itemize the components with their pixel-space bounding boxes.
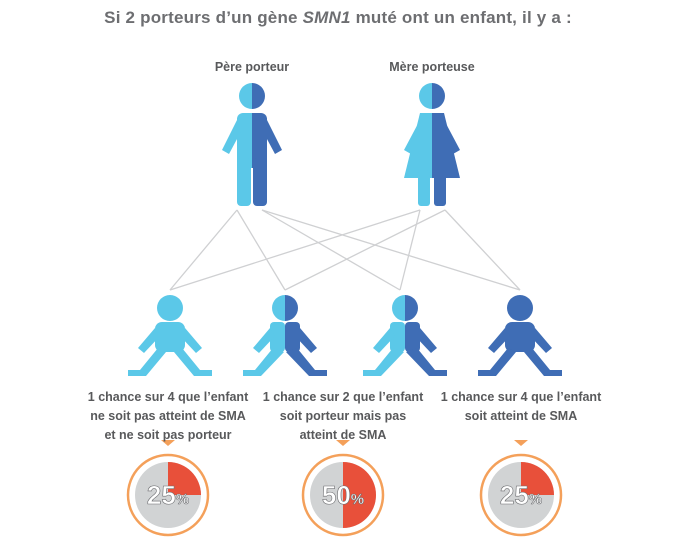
description-line: 1 chance sur 4 que l’enfant <box>87 390 249 404</box>
percent-gauge-1: 25% <box>126 453 210 537</box>
description-line: soit atteint de SMA <box>464 409 578 423</box>
baby-unaffected-icon <box>128 295 212 376</box>
description-line: et ne soit pas porteur <box>104 428 232 442</box>
baby-carrier-icon <box>243 295 327 376</box>
page-title: Si 2 porteurs d’un gène SMN1 muté ont un… <box>0 8 676 28</box>
title-suffix: muté ont un enfant, il y a : <box>350 8 572 27</box>
baby-carrier-icon <box>363 295 447 376</box>
gauge-ring <box>479 453 563 537</box>
pointer-arrows <box>161 440 528 446</box>
father-icon <box>222 83 282 206</box>
mother-label: Mère porteuse <box>389 60 475 74</box>
gauge-slice <box>521 462 554 495</box>
gauge-label: 50% <box>322 480 364 510</box>
baby-affected-icon <box>478 295 562 376</box>
outcome-description-3: 1 chance sur 4 que l’enfant soit atteint… <box>431 388 611 426</box>
description-line: 1 chance sur 2 que l’enfant <box>262 390 424 404</box>
gauge-label: 25% <box>500 480 542 510</box>
outcome-description-2: 1 chance sur 2 que l’enfant soit porteur… <box>253 388 433 445</box>
description-line: atteint de SMA <box>299 428 387 442</box>
percent-gauge-2: 50% <box>301 453 385 537</box>
father-label: Père porteur <box>214 60 290 74</box>
gauge-slice <box>168 462 201 495</box>
connection-lines <box>169 209 521 291</box>
description-line: soit porteur mais pas <box>279 409 407 423</box>
gauge-slice <box>343 462 376 528</box>
gauge-ring <box>301 453 385 537</box>
gauge-label: 25% <box>147 480 189 510</box>
percent-gauge-3: 25% <box>479 453 563 537</box>
description-line: ne soit pas atteint de SMA <box>90 409 246 423</box>
title-prefix: Si 2 porteurs d’un gène <box>104 8 303 27</box>
gauge-ring <box>126 453 210 537</box>
outcome-description-1: 1 chance sur 4 que l’enfant ne soit pas … <box>78 388 258 445</box>
description-line: 1 chance sur 4 que l’enfant <box>440 390 602 404</box>
title-gene: SMN1 <box>302 8 351 27</box>
mother-icon <box>404 83 460 206</box>
